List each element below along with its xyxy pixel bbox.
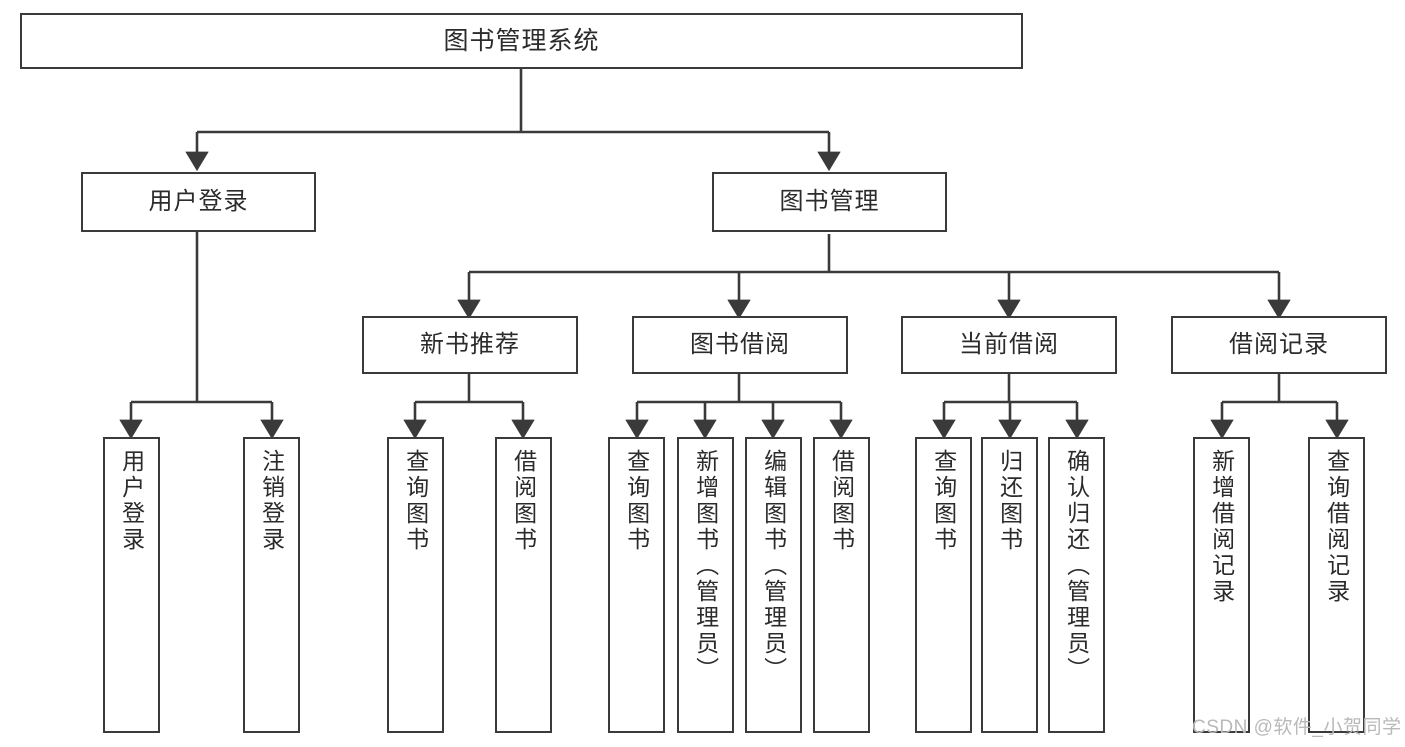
leaf-new-book-borrow[interactable]: 借阅图书 [495, 437, 552, 733]
leaf-borrow-borrow-book[interactable]: 借阅图书 [813, 437, 870, 733]
node-label: 新书推荐 [420, 330, 520, 358]
node-label: 当前借阅 [959, 330, 1059, 358]
node-book-borrow[interactable]: 图书借阅 [632, 316, 848, 374]
node-label: 查询图书 [930, 449, 957, 553]
node-user-login[interactable]: 用户登录 [81, 172, 316, 232]
node-label: 用户登录 [118, 449, 145, 553]
node-label: 借阅图书 [828, 449, 855, 553]
leaf-borrow-edit-book[interactable]: 编辑图书（管理员） [745, 437, 802, 733]
node-current-borrow[interactable]: 当前借阅 [901, 316, 1117, 374]
leaf-current-return-book[interactable]: 归还图书 [981, 437, 1038, 733]
leaf-current-query-book[interactable]: 查询图书 [915, 437, 972, 733]
node-label: 查询图书 [623, 449, 650, 553]
node-new-book-recommend[interactable]: 新书推荐 [362, 316, 578, 374]
node-label: 查询图书 [402, 449, 429, 553]
node-label: 用户登录 [148, 187, 249, 215]
leaf-borrow-add-book[interactable]: 新增图书（管理员） [677, 437, 734, 733]
node-label: 确认归还（管理员） [1063, 449, 1090, 683]
leaf-new-book-query[interactable]: 查询图书 [387, 437, 444, 733]
node-label: 图书管理 [779, 187, 880, 215]
leaf-current-confirm-return[interactable]: 确认归还（管理员） [1048, 437, 1105, 733]
node-label: 新增借阅记录 [1208, 449, 1235, 605]
node-label: 借阅记录 [1229, 330, 1329, 358]
node-root-system[interactable]: 图书管理系统 [20, 13, 1023, 69]
node-label: 图书管理系统 [443, 27, 600, 55]
node-label: 归还图书 [996, 449, 1023, 553]
node-label: 借阅图书 [510, 449, 537, 553]
leaf-user-login-logout[interactable]: 注销登录 [243, 437, 300, 733]
node-label: 图书借阅 [690, 330, 790, 358]
node-borrow-record[interactable]: 借阅记录 [1171, 316, 1387, 374]
node-label: 查询借阅记录 [1323, 449, 1350, 605]
node-label: 新增图书（管理员） [692, 449, 719, 683]
leaf-record-query[interactable]: 查询借阅记录 [1308, 437, 1365, 733]
leaf-record-add[interactable]: 新增借阅记录 [1193, 437, 1250, 733]
leaf-user-login-login[interactable]: 用户登录 [103, 437, 160, 733]
csdn-watermark: CSDN @软件_小贺同学 [1192, 717, 1402, 738]
node-book-management[interactable]: 图书管理 [712, 172, 947, 232]
node-label: 编辑图书（管理员） [760, 449, 787, 683]
leaf-borrow-query-book[interactable]: 查询图书 [608, 437, 665, 733]
node-label: 注销登录 [258, 449, 285, 553]
